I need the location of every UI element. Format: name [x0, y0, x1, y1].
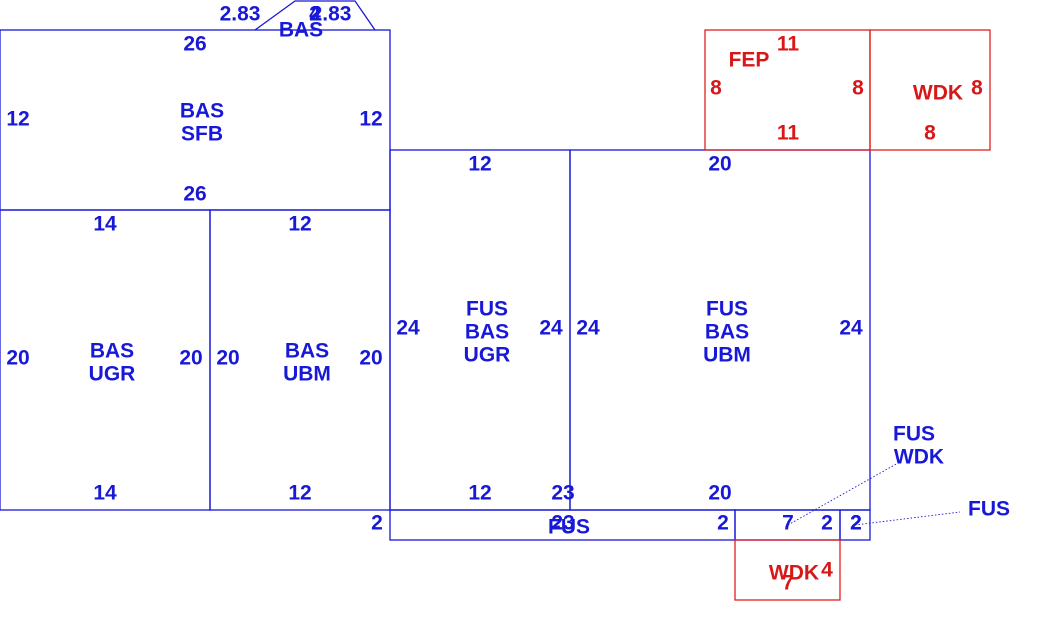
fus-bas-ubm-dim-right: 24 [839, 317, 863, 340]
fus-leader-line [854, 511, 961, 526]
fus-bas-ugr-code: BAS [465, 321, 509, 344]
tiny-strip-dim: 2 [850, 512, 862, 535]
fus-bas-ubm-code: BAS [705, 321, 749, 344]
fus-strip-code: FUS [548, 516, 590, 539]
bay-window-outline [254, 0, 376, 31]
fus-bas-ubm-dim-left: 24 [576, 317, 600, 340]
fus-strip-dim-top-center: 23 [551, 482, 574, 505]
fus-bas-ubm-dim-top: 20 [708, 153, 731, 176]
fus-bas-ugr-dim-top: 12 [468, 153, 491, 176]
callout-fus-wdk: WDK [894, 446, 944, 469]
fep-dim-top: 11 [777, 33, 800, 56]
bas-sfb-dim-top: 26 [183, 33, 206, 56]
callout-fus-wdk: FUS [893, 423, 935, 446]
living-area-outlines [0, 0, 871, 541]
bas-ugr-dim-left: 20 [6, 347, 29, 370]
fus-bas-ugr-dim-right: 24 [539, 317, 563, 340]
bas-ubm-code: BAS [285, 340, 329, 363]
wdk-upper-code: WDK [913, 82, 963, 105]
tiny-strip-dim: 2 [850, 512, 862, 535]
fus-bas-ubm-dim-bottom: 20 [708, 482, 731, 505]
fep-dim-right: 8 [852, 77, 864, 100]
fus-bas-ugr-code: UGR [464, 344, 511, 367]
bay-dim-left: 2.83 [220, 3, 261, 26]
wdk-lower-dim-right: 4 [821, 559, 833, 582]
bas-ubm-dim-bottom: 12 [288, 482, 311, 505]
fus-bas-ugr-dim-left: 24 [396, 317, 420, 340]
bas-sfb-code: BAS [180, 100, 224, 123]
small-strip-dim-right: 2 [821, 512, 833, 535]
wdk-lower-dim-bottom: 7 [782, 572, 794, 595]
bas-sfb-dim-right: 12 [359, 108, 382, 131]
bas-ugr-code: BAS [90, 340, 134, 363]
fus-wdk-leader-line [787, 462, 899, 526]
fus-bas-ubm-code: FUS [706, 298, 748, 321]
bas-sfb-dim-bottom: 26 [183, 183, 206, 206]
bas-ubm-code: UBM [283, 363, 331, 386]
fus-strip-dim-right: 2 [717, 512, 729, 535]
small-strip-dim-width: 7 [782, 512, 794, 535]
bay-dim-center: 4 [309, 3, 321, 26]
tiny-strip-outline [839, 509, 871, 541]
wdk-upper-outline [869, 29, 991, 151]
fus-bas-ubm-code: UBM [703, 344, 751, 367]
bas-ubm-dim-top: 12 [288, 213, 311, 236]
bay-code: BAS [279, 19, 323, 42]
fus-bas-ugr-dim-bottom: 12 [468, 482, 491, 505]
bas-ugr-dim-top: 14 [93, 213, 117, 236]
wdk-lower-outline [734, 539, 841, 601]
wdk-upper-dim-bottom: 8 [924, 122, 936, 145]
bay-dim-center: 2 [309, 3, 321, 26]
bas-ubm-dim-right: 20 [359, 347, 382, 370]
callout-fus: FUS [968, 498, 1010, 521]
fus-strip-dim-center: 23 [551, 512, 574, 535]
bas-ugr-dim-right: 20 [179, 347, 202, 370]
fep-dim-bottom: 11 [777, 122, 800, 145]
bas-ugr-code: UGR [89, 363, 136, 386]
fep-code: FEP [729, 49, 770, 72]
fus-bas-ugr-code: FUS [466, 298, 508, 321]
bay-dim-right: 2.83 [311, 3, 352, 26]
fus-strip-dim-left: 2 [371, 512, 383, 535]
bas-ugr-dim-bottom: 14 [93, 482, 117, 505]
bas-ubm-dim-left: 20 [216, 347, 239, 370]
bas-sfb-code: SFB [181, 123, 223, 146]
bas-sfb-dim-left: 12 [6, 108, 29, 131]
fep-dim-left: 8 [710, 77, 722, 100]
wdk-upper-dim-right: 8 [971, 77, 983, 100]
exterior-area-outlines [704, 29, 991, 601]
wdk-lower-code: WDK [769, 562, 819, 585]
